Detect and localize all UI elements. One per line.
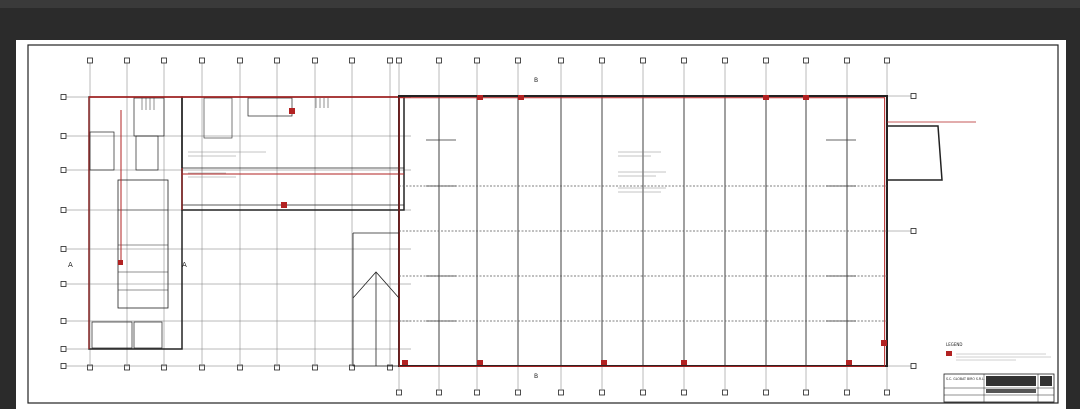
red-installation-lines <box>88 96 404 349</box>
grid-axis-bubble <box>474 57 480 64</box>
grid-axis-bubble <box>396 389 402 396</box>
legend-title: LEGEND <box>946 342 962 347</box>
grid-axis-bubble <box>60 281 67 287</box>
grid-axis-bubble <box>763 389 769 396</box>
grid-axis-bubble <box>803 389 809 396</box>
legend: LEGEND <box>946 342 1051 361</box>
grid-axis-bubble <box>681 389 687 396</box>
grid-axis-bubble <box>515 57 521 64</box>
grid-axis-bubble <box>844 389 850 396</box>
room <box>91 321 133 349</box>
grid-axis-bubble <box>60 133 67 139</box>
hall-beams <box>399 185 887 322</box>
hall-red-outline <box>398 97 886 367</box>
grid-axis-bubble <box>312 364 318 371</box>
grid-axis-bubble <box>599 57 605 64</box>
grid-axis-bubble <box>910 363 917 369</box>
grid-axis-bubble <box>681 57 687 64</box>
room <box>133 321 163 349</box>
title-block: S.C. GLOBAT BIRO S.R.L. <box>943 373 1055 403</box>
grid-axis-bubble <box>558 57 564 64</box>
grid-axis-bubble <box>60 207 67 213</box>
grid-axis-bubble <box>640 389 646 396</box>
grid-axis-bubble <box>349 57 355 64</box>
grid-axis-bubble <box>558 389 564 396</box>
grid-axis-bubble <box>274 364 280 371</box>
room <box>247 97 293 117</box>
grid-axis-bubble <box>387 57 393 64</box>
annotation-blocks <box>188 151 666 193</box>
grid-axis-bubble <box>910 93 917 99</box>
grid-axis-bubble <box>237 364 243 371</box>
floor-plan-drawing: A A B B LEGEND S.C. GLOBAT BIRO S.R.L. <box>27 44 1059 404</box>
grid-axis-bubble <box>199 57 205 64</box>
grid-axes <box>60 57 917 396</box>
grid-axis-bubble <box>161 364 167 371</box>
grid-axis-bubble <box>124 57 130 64</box>
stair-block <box>89 131 115 171</box>
section-marker-right: A <box>182 261 187 269</box>
sheet-border <box>27 44 1059 404</box>
title-block-company: S.C. GLOBAT BIRO S.R.L. <box>946 377 985 381</box>
room <box>133 97 165 137</box>
room <box>203 97 233 139</box>
grid-axis-bubble <box>436 57 442 64</box>
grid-axis-bubble <box>722 389 728 396</box>
grid-axis-bubble <box>910 228 917 234</box>
grid-axis-bubble <box>312 57 318 64</box>
grid-axis-bubble <box>237 57 243 64</box>
grid-axis-bubble <box>274 57 280 64</box>
grid-axis-bubble <box>722 57 728 64</box>
section-marker-left: A <box>68 261 73 269</box>
wc-block <box>135 135 159 171</box>
left-building <box>88 96 405 350</box>
grid-axis-bubble <box>396 57 402 64</box>
grid-axis-bubble <box>474 389 480 396</box>
grid-axis-bubble <box>763 57 769 64</box>
grid-axis-bubble <box>349 364 355 371</box>
grid-axis-bubble <box>884 57 890 64</box>
grid-axis-bubble <box>60 167 67 173</box>
grid-axis-bubble <box>884 389 890 396</box>
annex-room <box>887 121 976 181</box>
grid-axis-bubble <box>844 57 850 64</box>
window-top-bar <box>0 0 1080 8</box>
grid-axis-bubble <box>87 364 93 371</box>
warehouse-hall <box>398 95 888 367</box>
grid-axis-bubble <box>161 57 167 64</box>
grid-axis-bubble <box>436 389 442 396</box>
drawing-sheet: A A B B LEGEND S.C. GLOBAT BIRO S.R.L. <box>16 40 1066 409</box>
grid-axis-bubble <box>60 246 67 252</box>
section-marker-top: B <box>534 77 538 84</box>
grid-axis-bubble <box>803 57 809 64</box>
grid-axis-bubble <box>387 364 393 371</box>
grid-axis-bubble <box>124 364 130 371</box>
grid-axis-bubble <box>515 389 521 396</box>
grid-axis-bubble <box>640 57 646 64</box>
grid-axis-bubble <box>60 346 67 352</box>
section-marker-bottom: B <box>534 373 538 380</box>
red-markers <box>118 95 952 365</box>
office-column <box>117 179 169 309</box>
grid-axis-bubble <box>599 389 605 396</box>
grid-axis-bubble <box>199 364 205 371</box>
canopy <box>352 232 400 367</box>
grid-axis-bubble <box>87 57 93 64</box>
beam-ticks <box>426 139 856 322</box>
grid-axis-bubble <box>60 94 67 100</box>
grid-axis-bubble <box>60 318 67 324</box>
grid-axis-bubble <box>60 363 67 369</box>
